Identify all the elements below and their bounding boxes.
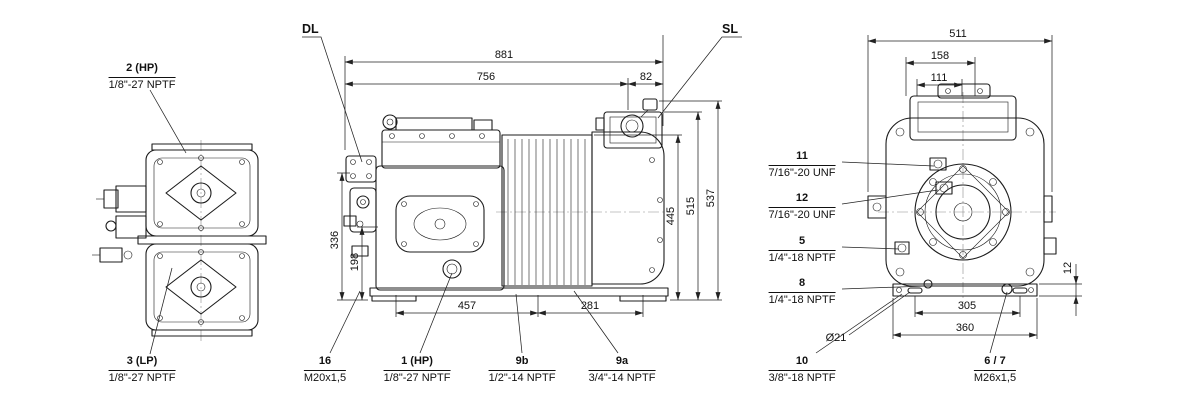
leader-10	[815, 293, 903, 354]
dimension-82: 82	[627, 71, 664, 87]
port-label-5: 5 1/4"-18 NPTF	[768, 235, 836, 266]
view-motor-end	[867, 83, 1057, 302]
leader-16	[329, 290, 361, 354]
leader-12	[841, 189, 939, 205]
port-id-9b: 9b	[488, 355, 556, 371]
dim-text-515: 515	[685, 197, 697, 215]
dimension-198: 198	[349, 226, 378, 301]
port-label-2hp: 2 (HP) 1/8"-27 NPTF	[108, 62, 176, 93]
port-label-1hp: 1 (HP) 1/8"-27 NPTF	[383, 355, 451, 386]
label-dl: DL	[302, 22, 319, 36]
port-label-3lp: 3 (LP) 1/8"-27 NPTF	[108, 355, 176, 386]
port-thread-6-7: M26x1,5	[973, 371, 1017, 384]
dim-text-305: 305	[958, 300, 976, 312]
end-bell	[591, 131, 665, 285]
dimension-158: 158	[905, 50, 976, 96]
dim-text-537: 537	[705, 189, 717, 207]
dimension-dia21: Ø21	[826, 291, 911, 344]
port-label-12: 12 7/16"-20 UNF	[768, 192, 836, 223]
dimension-756: 756	[344, 71, 629, 110]
dimension-445: 445	[594, 134, 682, 301]
view-pump-end	[92, 140, 267, 344]
port-id-3lp: 3 (LP)	[108, 355, 176, 371]
leader-1hp	[419, 272, 453, 354]
dim-text-756: 756	[477, 71, 495, 83]
port-thread-8: 1/4"-18 NPTF	[768, 293, 836, 306]
leader-sl	[657, 36, 742, 119]
port-id-1hp: 1 (HP)	[383, 355, 451, 371]
dim-text-158: 158	[931, 50, 949, 62]
port-thread-5: 1/4"-18 NPTF	[768, 251, 836, 264]
port-label-6-7: 6 / 7 M26x1,5	[973, 355, 1017, 386]
dim-text-82: 82	[640, 71, 652, 83]
label-sl: SL	[722, 22, 738, 36]
port-id-16: 16	[303, 355, 347, 371]
port-thread-12: 7/16"-20 UNF	[768, 208, 836, 221]
dimension-111: 111	[916, 72, 963, 96]
dim-text-dia21: Ø21	[826, 332, 847, 344]
dim-text-881: 881	[495, 49, 513, 61]
leader-8	[841, 285, 927, 290]
port-thread-11: 7/16"-20 UNF	[768, 166, 836, 179]
dim-text-511: 511	[949, 28, 967, 40]
port-thread-1hp: 1/8"-27 NPTF	[383, 371, 451, 384]
port-id-9a: 9a	[588, 355, 656, 371]
lifting-eye	[382, 114, 398, 130]
port-fittings	[894, 157, 1013, 295]
leader-3lp	[149, 267, 173, 355]
dim-text-445: 445	[665, 207, 677, 225]
port-thread-10: 3/8"-18 NPTF	[768, 371, 836, 384]
port-label-11: 11 7/16"-20 UNF	[768, 150, 836, 181]
port-label-9b: 9b 1/2"-14 NPTF	[488, 355, 556, 386]
leader-dl	[302, 36, 363, 163]
port-label-16: 16 M20x1,5	[303, 355, 347, 386]
leader-lines	[149, 36, 1008, 355]
port-thread-2hp: 1/8"-27 NPTF	[108, 78, 176, 91]
leader-2hp	[149, 89, 187, 154]
port-label-9a: 9a 3/4"-14 NPTF	[588, 355, 656, 386]
dimension-305: 305	[914, 296, 1021, 317]
motor-housing-fins	[501, 134, 593, 287]
dim-text-281: 281	[581, 300, 599, 312]
dimension-457: 457	[395, 295, 539, 317]
leader-11	[841, 161, 935, 167]
port-id-2hp: 2 (HP)	[108, 62, 176, 78]
port-thread-9a: 3/4"-14 NPTF	[588, 371, 656, 384]
dimension-281: 281	[537, 295, 644, 317]
dim-text-198: 198	[349, 253, 361, 271]
port-id-11: 11	[768, 150, 836, 166]
leader-9b	[515, 293, 523, 354]
port-id-5: 5	[768, 235, 836, 251]
dim-text-111: 111	[931, 72, 948, 84]
oil-pump-attachments	[92, 185, 147, 263]
dim-text-12: 12	[1062, 262, 1074, 274]
leader-5	[841, 246, 900, 250]
dim-text-336: 336	[329, 231, 341, 249]
port-label-8: 8 1/4"-18 NPTF	[768, 277, 836, 308]
port-id-6-7: 6 / 7	[973, 355, 1017, 371]
view-side	[343, 98, 674, 302]
leader-9a	[573, 290, 619, 354]
dimension-12: 12	[1039, 262, 1082, 316]
leader-6-7	[989, 291, 1008, 354]
dim-text-457: 457	[458, 300, 476, 312]
suction-valve-assembly	[595, 98, 663, 149]
port-id-8: 8	[768, 277, 836, 293]
dim-text-360: 360	[956, 322, 974, 334]
port-id-12: 12	[768, 192, 836, 208]
port-id-10: 10	[768, 355, 836, 371]
port-thread-9b: 1/2"-14 NPTF	[488, 371, 556, 384]
dimension-515: 515	[664, 111, 702, 301]
sight-glass	[442, 259, 462, 279]
dimension-360: 360	[892, 298, 1038, 339]
port-thread-3lp: 1/8"-27 NPTF	[108, 371, 176, 384]
dimension-511: 511	[867, 28, 1053, 192]
port-thread-16: M20x1,5	[303, 371, 347, 384]
dl-flange-oil-pump	[343, 155, 377, 257]
port-label-10: 10 3/8"-18 NPTF	[768, 355, 836, 386]
dimension-881: 881	[344, 35, 664, 150]
